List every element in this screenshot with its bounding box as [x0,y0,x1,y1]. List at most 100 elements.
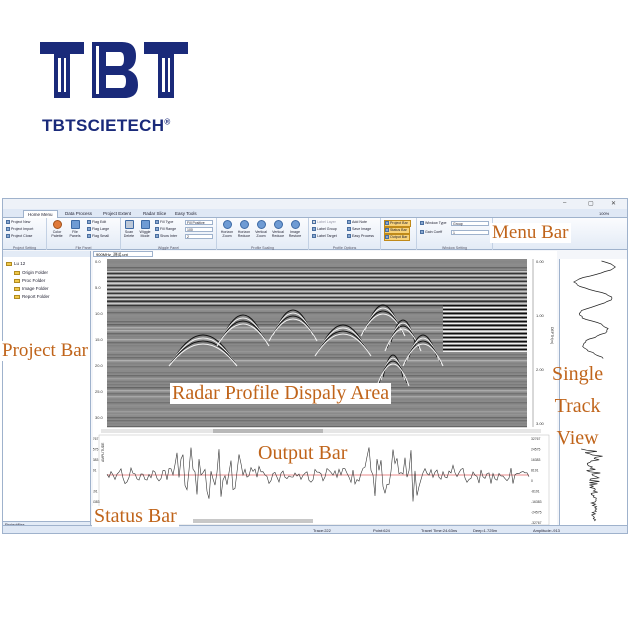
project-bar-toggle[interactable]: Project Bar [384,220,411,227]
tab-project-extent[interactable]: Project Extent [103,211,132,216]
output-left-tick: -16383 [93,500,100,504]
tree-image-folder[interactable]: Image Folder [14,286,49,291]
reflection-band [107,345,527,347]
ringing-band [443,321,527,322]
reflection-band [107,411,527,413]
doc-tab[interactable]: 900MHz_测试.unt [93,251,153,257]
project-panel: Lu 12 Origin Folder Proc Folder Image Fo… [3,251,91,527]
reflection-band [107,339,527,341]
callout-output-bar: Output Bar [256,442,350,464]
checkbox-icon [385,228,389,233]
depth-tick-label: 5.0 [95,285,101,290]
fill-type-select[interactable]: Fill Positive [185,220,213,225]
restore-icon [290,220,300,229]
reflection-band [107,423,527,425]
group-label: Project Setting [12,246,37,250]
reflection-band [107,324,527,326]
output-bar-toggle[interactable]: Output Bar [384,234,411,241]
minimize-icon[interactable]: – [563,200,567,206]
output-scrollbar-thumb[interactable] [193,519,313,523]
save-image-button[interactable]: Save Image [347,227,371,232]
add-note-button[interactable]: Add Note [347,220,367,225]
surface-band [107,281,527,282]
surface-band [107,275,527,276]
gain-coeff-select[interactable]: 1 [451,230,489,235]
reflection-band [107,366,527,368]
reflection-band [107,315,527,317]
wiggle-mode-button[interactable]: Wiggle Mode [137,220,153,238]
hyperbola-arc [174,334,232,358]
ringing-band [443,311,527,312]
status-trace: Trace:222 [313,528,331,533]
label-target-button[interactable]: Label Target [312,234,337,239]
reflection-band [107,372,527,374]
surface-band [107,299,527,300]
ringing-band [443,349,527,350]
project-new-button[interactable]: Project New [6,220,30,225]
output-waveform [106,447,530,502]
save-icon [347,227,351,232]
flag-edit-button[interactable]: Flag Edit [87,220,106,225]
reflection-band [107,405,527,407]
color-palette-button[interactable]: Color Palette [49,220,65,238]
tab-home-menu[interactable]: Home Menu [23,210,58,218]
hyperbola-arc [172,337,234,361]
close-icon[interactable]: ✕ [611,201,617,207]
status-bar-toggle[interactable]: Status Bar [384,227,410,234]
label-group-button[interactable]: Label Group [312,227,337,232]
tab-data-process[interactable]: Data Process [65,211,93,216]
tree-origin-folder[interactable]: Origin Folder [14,270,48,275]
scrollbar-thumb[interactable] [213,429,323,433]
output-axis-title: AMPLITUDE [101,442,105,462]
maximize-icon[interactable]: ▢ [588,201,594,207]
reflection-band [107,414,527,416]
tree-proc-folder[interactable]: Proc Folder [14,278,45,283]
vertical-reduce-button[interactable]: Vertical Reduce [270,220,286,238]
label-layer-button[interactable]: Label Layer [312,220,336,225]
folder-icon [14,270,20,275]
project-close-button[interactable]: Project Close [6,234,32,239]
checkbox-icon [385,235,389,240]
app-window: – ▢ ✕ Home Menu Data Process Project Ext… [2,198,628,534]
output-right-tick: -24575 [531,511,542,515]
reflection-band [107,417,527,419]
horizon-reduce-button[interactable]: Horizon Reduce [236,220,252,238]
depth-tick-label: 0.0 [95,259,101,264]
ringing-band [443,319,527,320]
surface-band [107,297,527,298]
surface-band [107,285,527,286]
group-file-panel: Color Palette File Panels Flag Edit Flag… [47,218,121,250]
group-label: File Panel [75,246,92,250]
reflection-band [107,426,527,428]
show-inter-input[interactable]: 2 [185,234,213,239]
tab-radar-slice[interactable]: Radar Slice [143,211,167,216]
fill-range-input[interactable]: 100 [185,227,213,232]
ringing-band [443,327,527,328]
window-icon [420,221,424,226]
vertical-zoom-button[interactable]: Vertical Zoom [253,220,269,238]
reflection-band [107,318,527,320]
tab-easy-tools[interactable]: Easy Tools [175,211,197,216]
group-window-setting: Window Type Gain Coeff Group 1 Window Se… [417,218,493,250]
easy-process-button[interactable]: Easy Process [347,234,374,239]
zoom-level: 100% [599,211,610,216]
scan-delete-button[interactable]: Scan Delete [121,220,137,238]
flag-large-button[interactable]: Flag Large [87,227,109,232]
tree-root[interactable]: Lu 12 [6,261,25,266]
surface-band [107,295,527,296]
project-import-button[interactable]: Project Import [6,227,33,232]
flag-small-button[interactable]: Flag Small [87,234,109,239]
tree-report-folder[interactable]: Report Folder [14,294,50,299]
single-track-canvas [573,260,616,522]
scan-delete-icon [124,220,134,229]
file-panels-button[interactable]: File Panels [67,220,83,238]
window-type-select[interactable]: Group [451,221,489,226]
reflection-band [107,312,527,314]
horizon-zoom-button[interactable]: Horizon Zoom [219,220,235,238]
reflection-band [107,321,527,323]
fill-range-label: Fill Range [155,227,176,232]
reflection-band [107,357,527,359]
image-restore-button[interactable]: Image Restore [287,220,303,238]
reflection-band [107,330,527,332]
depth-tick-label: 15.0 [95,337,104,342]
